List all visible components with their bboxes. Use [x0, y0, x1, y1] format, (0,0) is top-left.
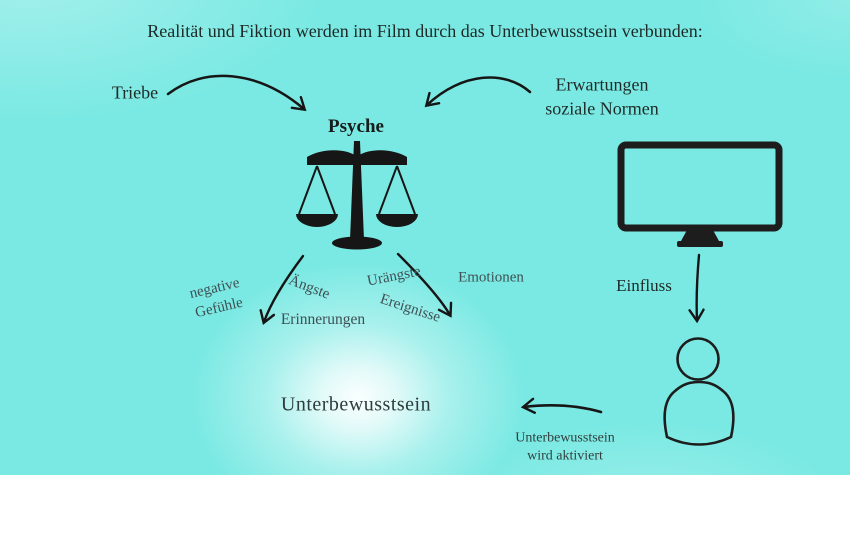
page-title: Realität und Fiktion werden im Film durc…	[147, 21, 703, 41]
tv-monitor-icon	[617, 141, 783, 247]
balance-scale-icon	[296, 141, 418, 250]
label-aktiviert-line2: wird aktiviert	[527, 448, 603, 463]
label-unterbewusstsein-aktiviert: Unterbewusstsein wird aktiviert	[515, 429, 615, 464]
person-icon	[663, 337, 735, 446]
label-einfluss: Einfluss	[616, 276, 672, 295]
label-erwartungen-line1: Erwartungen	[555, 74, 649, 95]
arrow-psyche-to-unterbewusstsein-left-icon	[259, 254, 305, 326]
arrow-psyche-to-unterbewusstsein-right-icon	[396, 252, 453, 318]
label-erinnerungen: Erinnerungen	[280, 311, 366, 328]
arrow-tv-to-person-icon	[688, 253, 705, 324]
diagram-graphics	[166, 74, 783, 446]
label-erwartungen: Erwartungen soziale Normen	[545, 73, 658, 121]
arrow-triebe-to-psyche-icon	[166, 74, 307, 112]
arrow-person-to-unterbewusstsein-icon	[520, 397, 603, 414]
label-aktiviert-line1: Unterbewusstsein	[515, 430, 615, 446]
label-unterbewusstsein: Unterbewusstsein	[280, 393, 432, 416]
label-emotionen: Emotionen	[458, 269, 524, 286]
arrow-erwartungen-to-psyche-icon	[424, 76, 532, 108]
label-erwartungen-line2: soziale Normen	[545, 98, 659, 118]
label-triebe: Triebe	[111, 82, 159, 103]
label-psyche: Psyche	[328, 116, 384, 137]
